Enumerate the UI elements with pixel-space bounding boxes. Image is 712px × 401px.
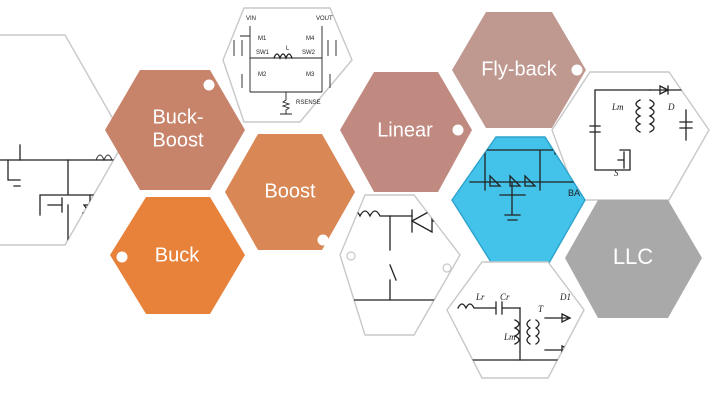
label-m1: M1	[258, 36, 267, 42]
schematic-hex-buck-boost-circuit: VIN VOUT M1 M4 M2 M3 SW1 SW2 L RSENSE	[222, 7, 353, 123]
marker-icon	[116, 251, 128, 263]
label-s: S	[614, 168, 619, 178]
marker-icon	[317, 234, 329, 246]
label-sw1: SW1	[256, 50, 270, 56]
marker-icon	[203, 79, 215, 91]
marker-icon	[571, 64, 583, 76]
hex-buck[interactable]: Buck	[110, 197, 245, 314]
schematic-hex-boost-circuit	[339, 194, 461, 336]
label-m4: M4	[306, 36, 315, 42]
hex-boost-label: Boost	[264, 180, 316, 202]
label-cr: Cr	[500, 292, 510, 302]
label-d1: D1	[559, 292, 571, 302]
schematic-hex-llc-circuit: Lr Cr Lm T D1	[446, 261, 585, 379]
hex-flyback-label: Fly-back	[481, 58, 558, 80]
hex-llc-label: LLC	[613, 244, 653, 269]
label-d: D	[667, 102, 675, 112]
hex-buck-boost[interactable]: Buck- Boost	[105, 70, 245, 190]
label-l: L	[286, 46, 290, 52]
label-vout: VOUT	[316, 16, 333, 22]
label-ba: BA	[568, 188, 580, 198]
schematic-hex-highlighted: BA	[451, 136, 586, 271]
hex-flyback[interactable]: Fly-back	[452, 12, 586, 128]
label-t: T	[538, 304, 544, 314]
label-m2: M2	[258, 72, 267, 78]
hex-linear-label: Linear	[377, 119, 433, 141]
hex-buck-boost-line1: Buck-	[152, 106, 203, 128]
label-rsense: RSENSE	[296, 100, 321, 106]
label-lm: Lm	[611, 102, 624, 112]
label-vin: VIN	[246, 16, 256, 22]
label-lr: Lr	[475, 292, 485, 302]
schematic-hex-buck-switch	[0, 34, 126, 246]
label-sw2: SW2	[302, 50, 316, 56]
hex-llc[interactable]: LLC	[565, 200, 702, 318]
label-m3: M3	[306, 72, 315, 78]
label-lm-llc: Lm	[503, 332, 516, 342]
hex-buck-label: Buck	[155, 244, 200, 266]
marker-icon	[452, 124, 464, 136]
hex-boost[interactable]: Boost	[225, 134, 355, 250]
hex-linear[interactable]: Linear	[340, 72, 472, 192]
hex-buck-boost-line2: Boost	[152, 129, 204, 151]
schematic-hex-flyback-circuit: Lm D S	[551, 71, 710, 201]
